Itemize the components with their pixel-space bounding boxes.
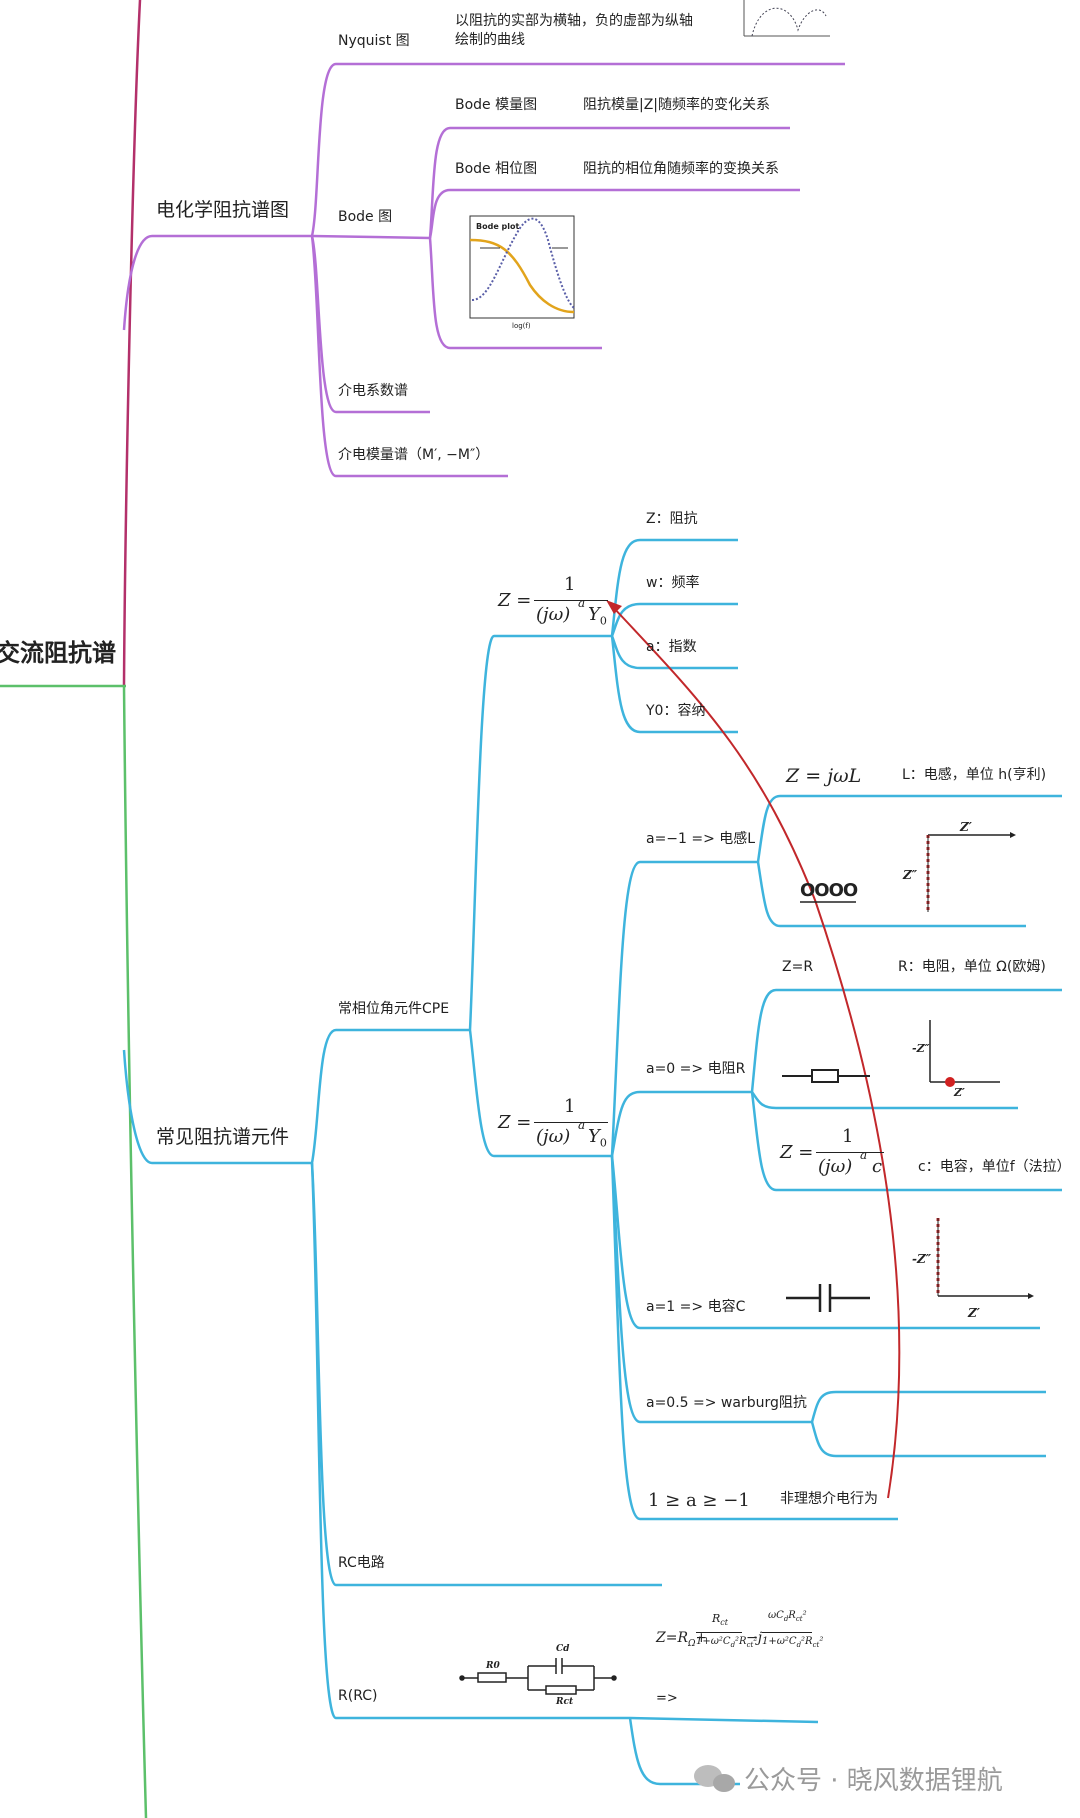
capacitor-axis-x: Z′: [968, 1306, 980, 1320]
r-rc-rct-label: Rct: [556, 1697, 574, 1707]
bode-modulus-node: Bode 模量图: [455, 97, 538, 113]
capacitor-node: a=1 => 电容C: [646, 1299, 746, 1315]
r-rc-node: R(RC): [338, 1688, 378, 1704]
bode-modulus-description: 阻抗模量|Z|随频率的变化关系: [583, 97, 771, 113]
inductor-description: L：电感，单位 h(亨利): [902, 767, 1047, 783]
rc-node: RC电路: [338, 1555, 385, 1571]
nonideal-formula: 1 ≥ a ≥ −1: [648, 1490, 750, 1511]
cpe-formula-bottom: Z = 1 (jω) a Y0: [498, 1096, 608, 1150]
param-w: w：频率: [646, 575, 700, 591]
bode-phase-description: 阻抗的相位角随频率的变换关系: [583, 161, 779, 177]
capacitor-axes: [936, 1218, 1034, 1299]
cpe-formula-top: Z = 1 (jω) a Y0: [498, 574, 608, 628]
resistor-formula: Z=R: [782, 959, 814, 975]
inductor-coil-symbol: OOOO: [800, 880, 858, 901]
warburg-node: a=0.5 => warburg阻抗: [646, 1395, 807, 1411]
nyquist-description: 以阻抗的实部为横轴，负的虚部为纵轴绘制的曲线: [455, 13, 693, 48]
nyquist-node: Nyquist 图: [338, 33, 410, 49]
inductor-axes: [926, 832, 1016, 912]
resistor-description: R：电阻，单位 Ω(欧姆): [898, 959, 1046, 975]
capacitor-axis-y: -Z″: [912, 1252, 932, 1266]
bode-phase-node: Bode 相位图: [455, 161, 538, 177]
elements-node: 常见阻抗谱元件: [156, 1126, 290, 1148]
dielectric-node: 介电系数谱: [338, 383, 408, 399]
modulus-spectrum-node: 介电模量谱（M′, −M″）: [338, 447, 490, 463]
bode-node: Bode 图: [338, 209, 393, 225]
resistor-node: a=0 => 电阻R: [646, 1061, 746, 1077]
resistor-axis-y: -Z″: [912, 1042, 930, 1055]
eis-plots-node: 电化学阻抗谱图: [156, 199, 290, 221]
r-rc-r0-label: R0: [486, 1661, 500, 1671]
root-node-label: 交流阻抗谱: [0, 639, 116, 667]
cpe-node: 常相位角元件CPE: [338, 1001, 450, 1017]
capacitor-formula: Z = 1 (jω) a c: [780, 1126, 884, 1177]
inductor-node: a=−1 => 电感L: [646, 831, 756, 847]
r-rc-c-label: Cd: [556, 1644, 570, 1654]
wechat-icon: [694, 1765, 735, 1792]
resistor-axis-x: Z′: [954, 1086, 965, 1099]
nyquist-thumbnail: [743, 0, 830, 37]
r-rc-circuit: [459, 1658, 617, 1695]
capacitor-symbol: [786, 1284, 870, 1312]
bode-thumb-xlabel: log(f): [512, 322, 531, 330]
param-a: a：指数: [646, 639, 697, 655]
inductor-axis-y: Z″: [903, 868, 918, 882]
param-z: Z：阻抗: [646, 511, 698, 527]
inductor-formula: Z = jωL: [786, 765, 862, 787]
watermark: 公众号 · 晓风数据锂航: [744, 1766, 1003, 1796]
bode-plot-thumbnail: [469, 215, 575, 319]
capacitor-description: c：电容，单位f（法拉）: [918, 1159, 1071, 1175]
resistor-symbol: [782, 1069, 870, 1083]
r-rc-arrow: =>: [656, 1691, 678, 1706]
nonideal-description: 非理想介电行为: [780, 1491, 878, 1507]
param-y0: Y0：容纳: [646, 703, 706, 719]
inductor-axis-x: Z′: [960, 820, 972, 834]
bode-thumb-title: Bode plot: [476, 222, 520, 231]
resistor-axes: [929, 1020, 1000, 1087]
r-rc-formula: Z=RΩ+ Rct 1+ω²Cd²Rct² −j ωCdRct² 1+ω²Cd²…: [656, 1610, 824, 1649]
